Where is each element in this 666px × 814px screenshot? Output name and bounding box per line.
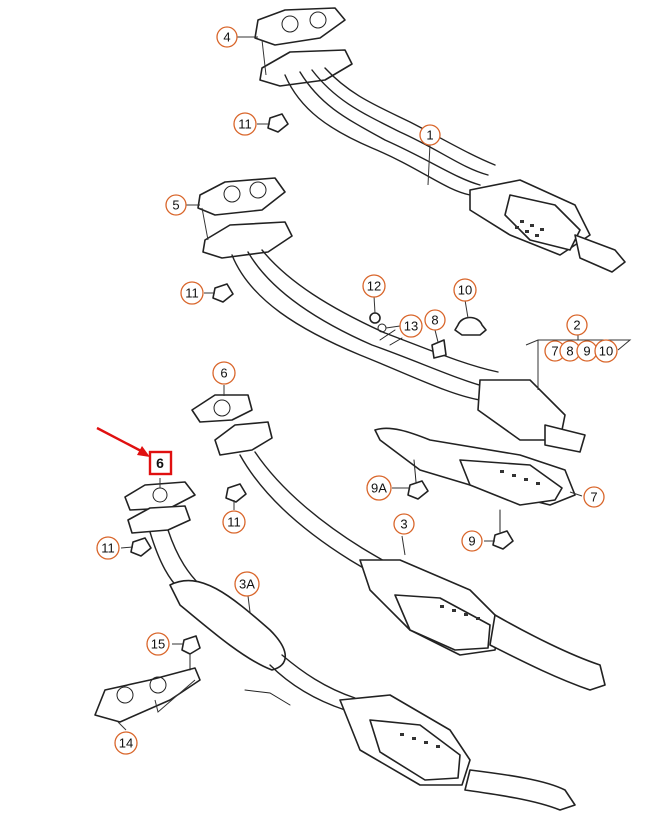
- callout-14: 14: [114, 731, 138, 755]
- svg-text:1: 1: [426, 128, 433, 143]
- svg-text:4: 4: [223, 30, 230, 45]
- callout-11-lower-right: 11: [222, 510, 246, 534]
- svg-text:8: 8: [431, 313, 438, 328]
- svg-text:10: 10: [599, 344, 613, 359]
- svg-text:9A: 9A: [371, 481, 387, 496]
- svg-text:8: 8: [566, 344, 573, 359]
- callout-11-top: 11: [233, 112, 257, 136]
- callout-6-upper: 6: [212, 361, 236, 385]
- svg-text:13: 13: [404, 319, 418, 334]
- svg-text:11: 11: [227, 515, 241, 530]
- group-2-members: 7 8 9 10: [544, 339, 618, 363]
- callout-1: 1: [419, 124, 441, 146]
- hardware: [130, 113, 514, 671]
- svg-text:11: 11: [101, 541, 115, 556]
- svg-text:6: 6: [156, 455, 164, 471]
- callout-12: 12: [362, 274, 386, 298]
- svg-text:3: 3: [400, 517, 407, 532]
- svg-text:12: 12: [367, 279, 381, 294]
- callout-2: 2: [566, 314, 588, 336]
- svg-text:7: 7: [551, 344, 558, 359]
- callout-7: 7: [583, 486, 605, 508]
- callout-10: 10: [453, 278, 477, 302]
- callout-15: 15: [146, 632, 170, 656]
- svg-text:11: 11: [185, 286, 199, 301]
- svg-text:9: 9: [468, 534, 475, 549]
- callout-5: 5: [165, 194, 187, 216]
- svg-text:10: 10: [458, 283, 472, 298]
- group-2-member: 10: [594, 339, 618, 363]
- callout-3: 3: [393, 513, 415, 535]
- svg-text:6: 6: [220, 366, 227, 381]
- red-arrow: [96, 426, 150, 457]
- callout-9: 9: [461, 530, 483, 552]
- exhaust-assembly-3: [191, 394, 606, 691]
- svg-text:5: 5: [172, 198, 179, 213]
- flange-part-14: [94, 667, 201, 723]
- svg-text:3A: 3A: [239, 577, 255, 592]
- callout-4: 4: [216, 26, 238, 48]
- svg-text:11: 11: [238, 117, 252, 132]
- leader-lines: [117, 36, 632, 731]
- svg-text:7: 7: [590, 490, 597, 505]
- svg-text:15: 15: [151, 637, 165, 652]
- callout-13: 13: [399, 314, 423, 338]
- callout-11-middle: 11: [180, 281, 204, 305]
- callout-11-lower-left: 11: [96, 536, 120, 560]
- callout-3a: 3A: [234, 571, 260, 597]
- exhaust-assembly-2: [197, 177, 586, 453]
- bracket-parts: [369, 312, 576, 506]
- group-2-member: 9: [576, 340, 598, 362]
- svg-text:9: 9: [583, 344, 590, 359]
- svg-text:14: 14: [119, 736, 133, 751]
- highlighted-callout-6: 6: [148, 450, 173, 476]
- callout-8: 8: [424, 309, 446, 331]
- exhaust-assembly-1: [254, 7, 626, 273]
- svg-text:2: 2: [573, 318, 580, 333]
- group-2-member: 8: [559, 340, 581, 362]
- exhaust-assembly-3a: [124, 481, 576, 811]
- callout-9a: 9A: [366, 475, 392, 501]
